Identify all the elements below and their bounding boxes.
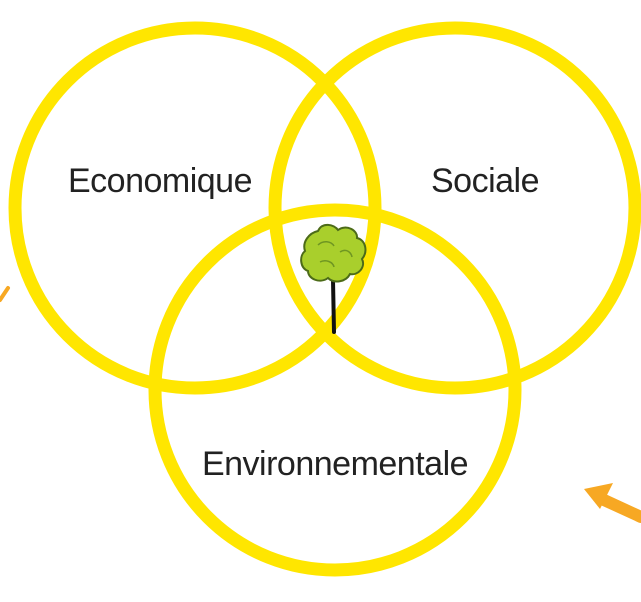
circle-environnementale [148,203,522,577]
arrow-icon [584,483,641,523]
label-economique: Economique [68,162,252,200]
venn-circles [8,21,641,577]
label-sociale: Sociale [431,162,539,200]
tree-icon [300,223,367,334]
label-environnementale: Environnementale [202,445,468,483]
circle-sociale [268,21,641,395]
left-edge-accent [0,286,10,302]
